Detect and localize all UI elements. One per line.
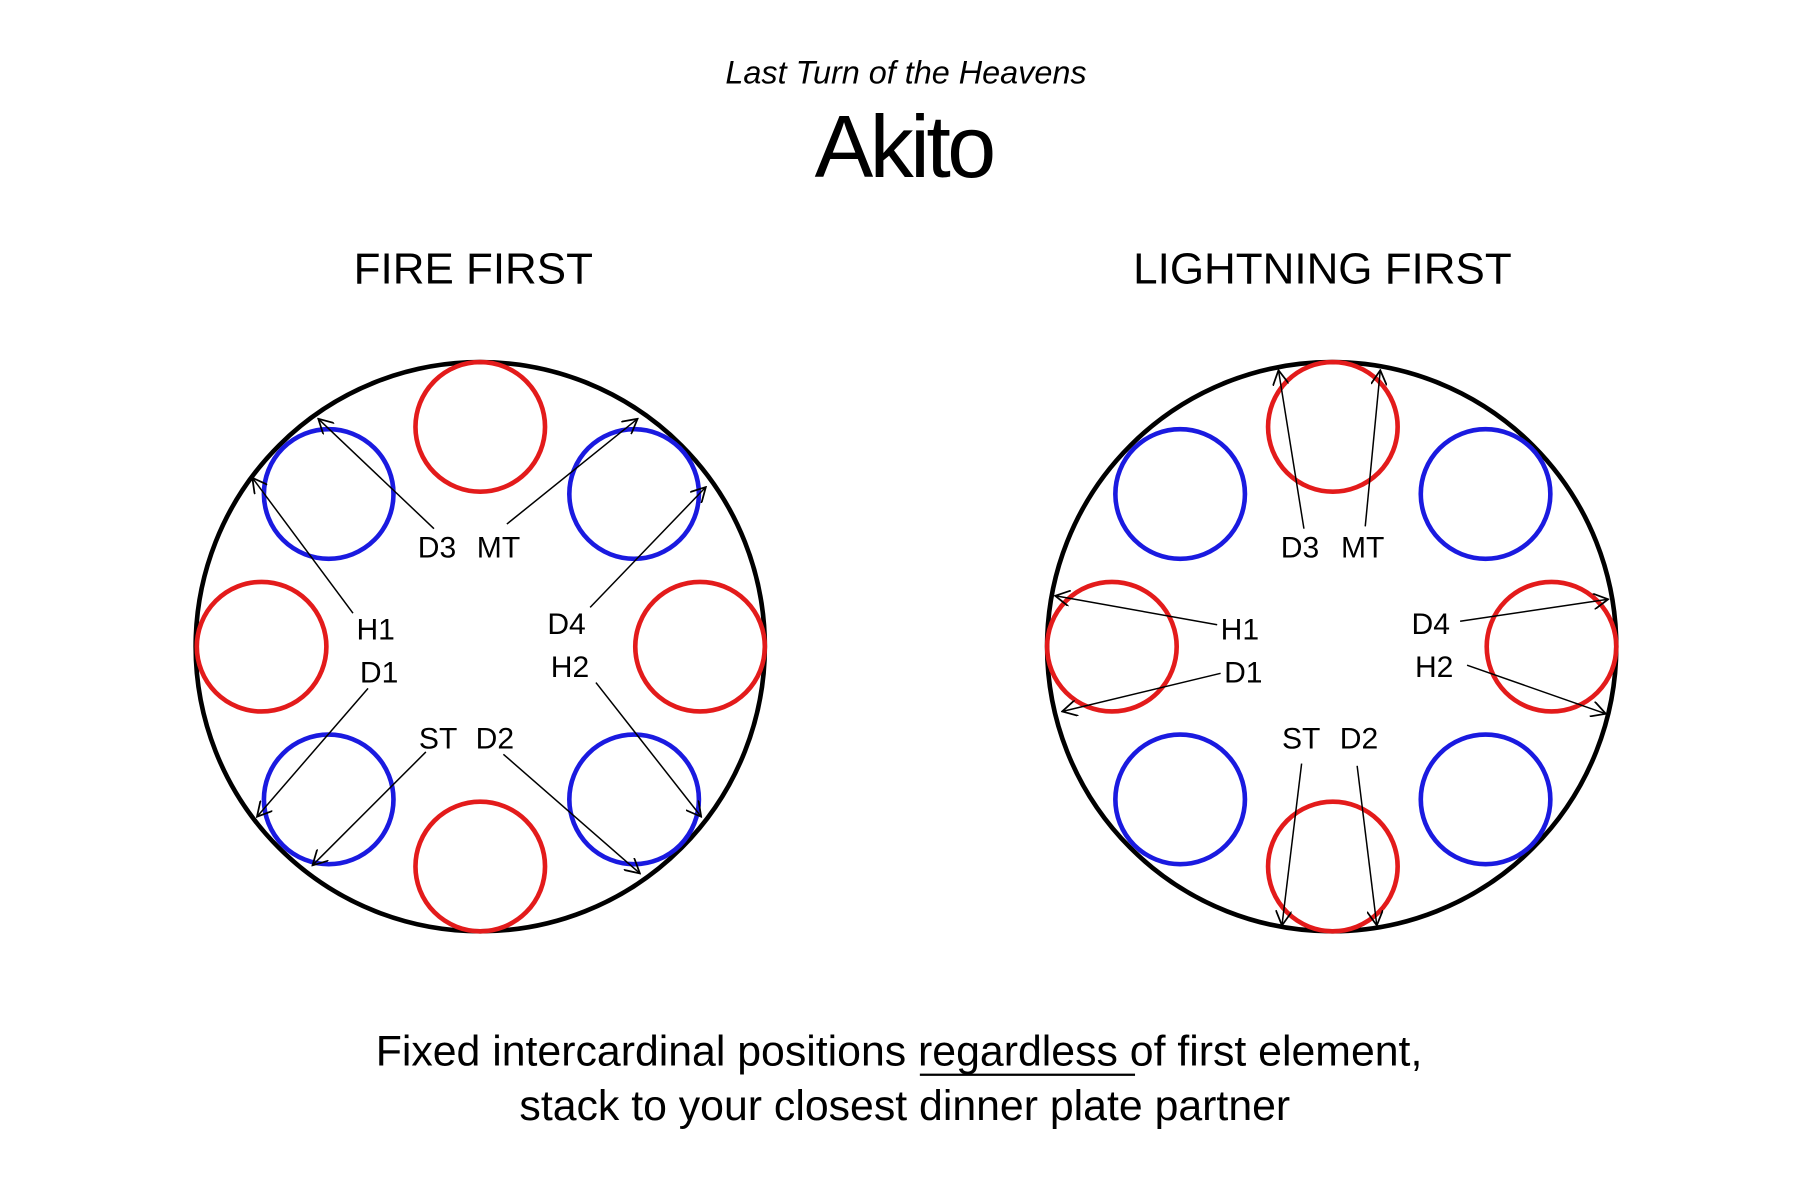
arrow-d2 <box>1356 765 1377 926</box>
footer-emphasis: regardless <box>918 1027 1118 1075</box>
arrow-st <box>1282 763 1303 926</box>
label-d4: D4 <box>1412 608 1450 641</box>
label-d4: D4 <box>547 608 585 641</box>
label-h2: H2 <box>1415 651 1453 684</box>
arrow-d1 <box>257 687 369 816</box>
arrow-h2 <box>1466 664 1606 714</box>
subtitle: Last Turn of the Heavens <box>725 54 1086 90</box>
footer-line-1: Fixed intercardinal positions regardless… <box>376 1027 1423 1075</box>
label-st: ST <box>419 722 457 755</box>
lightning-plate-sw <box>261 732 396 867</box>
label-d1: D1 <box>360 657 398 690</box>
fire-plate-e <box>1484 579 1619 714</box>
label-d2: D2 <box>476 722 514 755</box>
lightning-plate-se <box>567 732 702 867</box>
fire-first-diagram: FIRE FIRST D3 MT H1 D1 D4 H2 ST D2 <box>193 244 768 934</box>
lightning-plate-se <box>1418 732 1553 867</box>
footer-line-2: stack to your closest dinner plate partn… <box>519 1082 1290 1130</box>
arrow-mt <box>506 419 638 525</box>
arrow-d4 <box>589 487 706 608</box>
fire-plate-w <box>194 579 329 714</box>
label-d1: D1 <box>1224 657 1262 690</box>
label-d3: D3 <box>418 532 456 565</box>
fire-plate-n <box>413 359 548 494</box>
fire-plate-n <box>1265 359 1400 494</box>
lightning-plate-ne <box>1418 426 1553 562</box>
arrow-d2 <box>502 753 640 873</box>
lightning-first-diagram: LIGHTNING FIRST D3 MT H1 D1 D4 H2 ST D2 <box>1044 244 1619 934</box>
footer-text: Fixed intercardinal positions <box>376 1027 918 1075</box>
arrow-mt <box>1364 370 1380 527</box>
arrow-d3 <box>1278 370 1305 529</box>
arrow-d3 <box>318 419 435 530</box>
fire-plate-e <box>632 579 768 714</box>
lightning-plate-nw <box>261 426 396 562</box>
label-h2: H2 <box>551 651 589 684</box>
page-title: Akito <box>815 97 994 196</box>
fire-plate-s <box>1265 799 1400 934</box>
label-st: ST <box>1282 722 1320 755</box>
arrow-st <box>313 751 427 865</box>
label-mt: MT <box>477 532 520 565</box>
fire-plate-w <box>1044 579 1179 714</box>
lightning-plate-ne <box>567 426 702 562</box>
footer-text: of first element, <box>1118 1027 1422 1075</box>
label-d3: D3 <box>1281 532 1319 565</box>
arrow-d4 <box>1459 599 1608 622</box>
arrow-h1 <box>1055 596 1218 626</box>
arrow-h1 <box>252 478 354 614</box>
arrow-d1 <box>1062 672 1221 711</box>
label-mt: MT <box>1341 532 1384 565</box>
label-h1: H1 <box>1221 614 1259 647</box>
lightning-plate-nw <box>1113 426 1248 562</box>
label-d2: D2 <box>1340 722 1378 755</box>
diagram-heading: FIRE FIRST <box>354 244 593 293</box>
lightning-plate-sw <box>1113 732 1248 867</box>
diagram-heading: LIGHTNING FIRST <box>1133 244 1512 293</box>
arrow-h2 <box>595 682 701 817</box>
fire-plate-s <box>413 799 548 934</box>
label-h1: H1 <box>356 614 394 647</box>
